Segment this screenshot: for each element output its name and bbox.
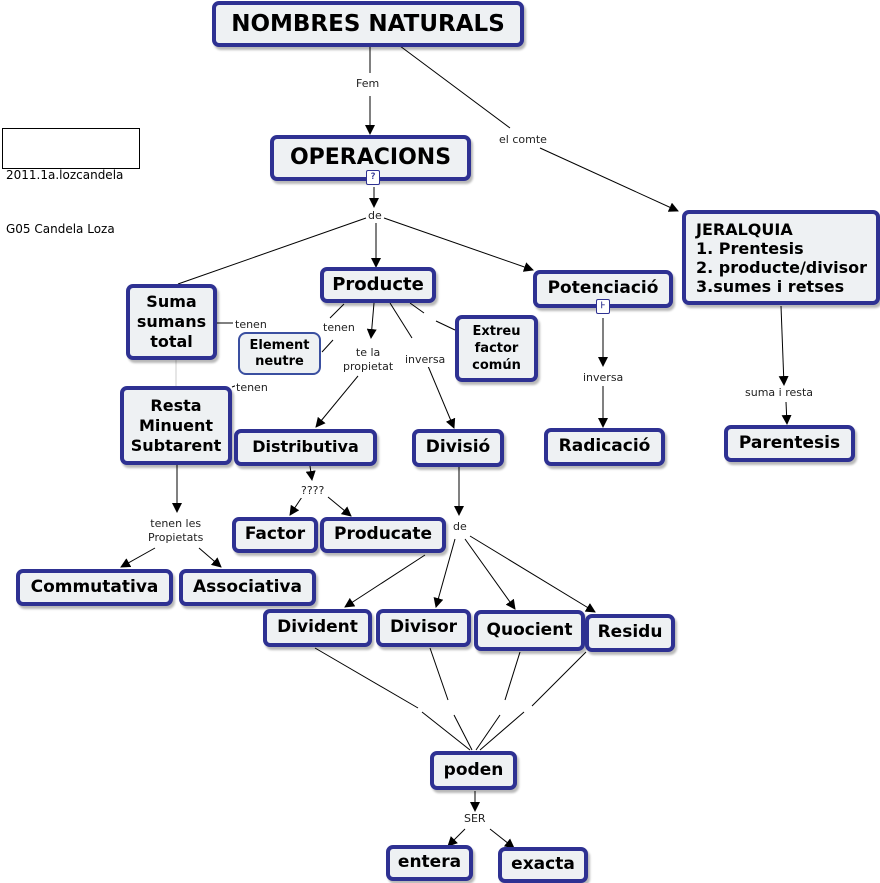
link-label-tenen-producte: tenen — [322, 321, 356, 336]
node-divisor[interactable]: Divisor — [376, 609, 471, 647]
link-label-te-la-propietat: te la propietat — [342, 346, 395, 375]
link-label-el-comte: el comte — [498, 133, 548, 148]
node-resta[interactable]: Resta Minuent Subtarent — [120, 386, 232, 465]
link-label-suma-i-resta: suma i resta — [744, 386, 815, 401]
link-label-inversa-potenciacio: inversa — [582, 371, 625, 386]
node-divisio[interactable]: Divisió — [412, 429, 504, 467]
node-distributiva[interactable]: Distributiva — [234, 429, 377, 466]
node-suma[interactable]: Suma sumans total — [126, 284, 217, 360]
node-residu[interactable]: Residu — [585, 614, 675, 652]
node-radicacio[interactable]: Radicació — [544, 428, 665, 466]
author-note-line1: 2011.1a.lozcandela — [6, 168, 124, 182]
node-extreu-factor-comun[interactable]: Extreu factor común — [455, 315, 538, 382]
node-quocient[interactable]: Quocient — [474, 610, 585, 651]
node-parentesis[interactable]: Parentesis — [724, 425, 855, 462]
link-label-de: de — [367, 209, 383, 224]
node-divident[interactable]: Divident — [263, 609, 372, 647]
author-note-line2: G05 Candela Loza — [6, 222, 115, 236]
node-commutativa[interactable]: Commutativa — [16, 569, 173, 606]
link-label-ser: SER — [463, 812, 487, 827]
link-label-tenen-resta: tenen — [235, 381, 269, 396]
node-exacta[interactable]: exacta — [498, 847, 588, 883]
node-entera[interactable]: entera — [386, 845, 473, 881]
node-producate[interactable]: Producate — [320, 517, 446, 553]
node-producte[interactable]: Producte — [320, 267, 436, 303]
link-label-fem: Fem — [355, 77, 381, 92]
link-label-inversa-producte: inversa — [404, 353, 447, 368]
node-element-neutre[interactable]: Element neutre — [238, 332, 321, 375]
link-label-de-divisio: de — [452, 520, 468, 535]
document-icon[interactable]: ? — [366, 170, 380, 185]
link-label-tenen-suma: tenen — [234, 318, 268, 333]
concept-map-icon[interactable]: ⊦ — [596, 299, 610, 314]
node-associativa[interactable]: Associativa — [179, 569, 316, 606]
link-label-tenen-les-propietats: tenen les Propietats — [147, 517, 205, 546]
link-label-interrogants: ???? — [300, 484, 326, 499]
author-note: 2011.1a.lozcandela G05 Candela Loza — [2, 128, 140, 236]
node-nombres-naturals[interactable]: NOMBRES NATURALS — [212, 1, 524, 47]
node-poden[interactable]: poden — [430, 751, 517, 790]
node-factor[interactable]: Factor — [232, 517, 318, 553]
node-jeralquia[interactable]: JERALQUIA 1. Prentesis 2. producte/divis… — [682, 210, 880, 305]
